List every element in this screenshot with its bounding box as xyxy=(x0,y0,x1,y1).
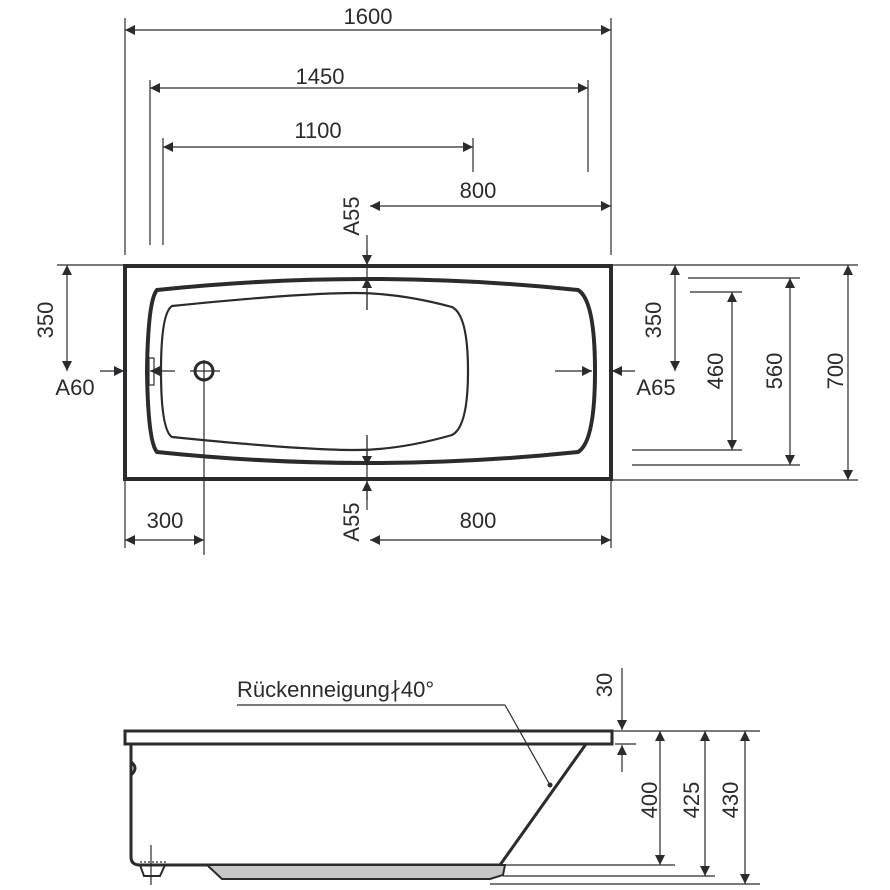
label-a65: A65 xyxy=(636,375,675,400)
leader-dot xyxy=(547,782,553,788)
dim-700: 700 xyxy=(823,353,848,390)
label-a55-bottom: A55 xyxy=(339,502,364,541)
dim-560: 560 xyxy=(762,353,787,390)
dim-350-left: 350 xyxy=(33,302,58,339)
side-view: Rückenneigung∤40° 30 400 425 430 xyxy=(123,668,760,885)
tub-basin xyxy=(159,291,470,452)
dim-300: 300 xyxy=(147,508,184,533)
dim-1450: 1450 xyxy=(296,64,345,89)
tub-rim xyxy=(123,729,614,746)
tub-outline xyxy=(123,264,613,481)
label-a55-top: A55 xyxy=(339,196,364,235)
dim-350-right: 350 xyxy=(641,302,666,339)
dim-800-top: 800 xyxy=(460,178,497,203)
backrest-angle-label: Rückenneigung∤40° xyxy=(237,677,434,702)
drain-foot xyxy=(139,864,166,877)
dim-400: 400 xyxy=(637,782,662,819)
tub-shell xyxy=(144,277,598,465)
tub-base xyxy=(204,864,507,880)
overflow-bump xyxy=(129,760,137,777)
dim-460: 460 xyxy=(703,353,728,390)
dim-800-bottom: 800 xyxy=(460,508,497,533)
dim-1100: 1100 xyxy=(294,118,341,143)
label-a60: A60 xyxy=(55,375,94,400)
dim-430: 430 xyxy=(718,782,743,819)
tub-body xyxy=(129,743,588,867)
dim-1600: 1600 xyxy=(344,4,393,29)
dim-30: 30 xyxy=(592,673,617,697)
top-view: 1600 1450 1100 800 800 300 A60 A65 A55 A… xyxy=(33,4,858,555)
dim-425: 425 xyxy=(679,782,704,819)
